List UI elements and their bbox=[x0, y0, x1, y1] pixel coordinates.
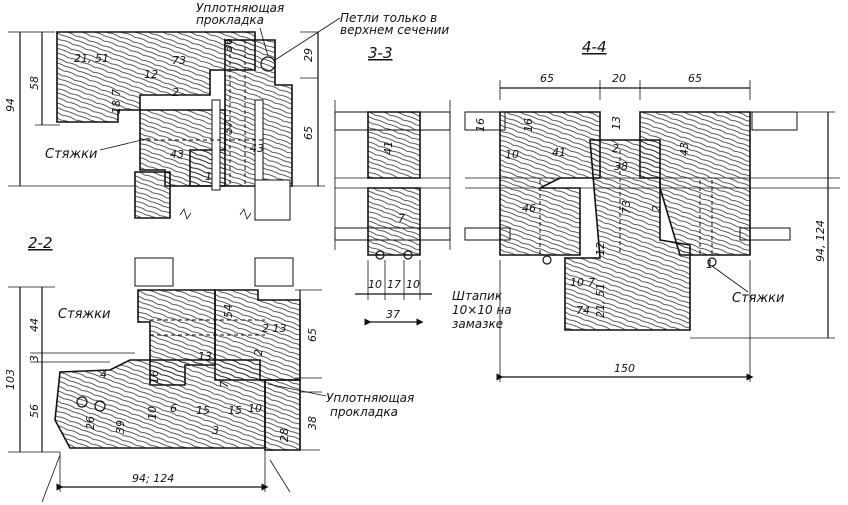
svg-text:26: 26 bbox=[84, 416, 97, 430]
svg-text:7: 7 bbox=[398, 212, 405, 225]
svg-text:43: 43 bbox=[250, 142, 264, 155]
svg-text:4: 4 bbox=[100, 368, 107, 381]
section-2-2-title: 2-2 bbox=[28, 234, 53, 252]
svg-text:57: 57 bbox=[222, 120, 235, 134]
seal-label-top-group: Уплотняющая прокладка bbox=[196, 1, 284, 27]
svg-text:39: 39 bbox=[114, 420, 127, 434]
svg-text:12: 12 bbox=[594, 242, 607, 256]
svg-text:150: 150 bbox=[614, 362, 635, 375]
svg-text:1: 1 bbox=[706, 258, 713, 271]
svg-text:38: 38 bbox=[306, 416, 319, 430]
ties-label-3: Стяжки bbox=[732, 291, 784, 306]
svg-text:10: 10 bbox=[146, 406, 159, 420]
svg-text:58: 58 bbox=[28, 76, 41, 90]
svg-text:73: 73 bbox=[620, 200, 633, 214]
svg-text:10: 10 bbox=[248, 402, 262, 415]
svg-text:10: 10 bbox=[368, 278, 382, 291]
svg-text:2 13: 2 13 bbox=[262, 322, 287, 335]
svg-text:36: 36 bbox=[222, 38, 235, 52]
hinges-label: Петли только в верхнем сечении bbox=[340, 11, 449, 37]
svg-text:65: 65 bbox=[540, 72, 554, 85]
svg-text:Уплотняющая: Уплотняющая bbox=[326, 391, 414, 405]
svg-text:46: 46 bbox=[522, 202, 536, 215]
bead-label: Штапик 10×10 на замазке bbox=[452, 289, 512, 331]
ties-label-1: Стяжки bbox=[45, 147, 97, 162]
svg-text:6: 6 bbox=[170, 402, 177, 415]
svg-text:верхнем сечении: верхнем сечении bbox=[340, 23, 449, 37]
svg-text:7: 7 bbox=[588, 276, 595, 289]
svg-text:65: 65 bbox=[688, 72, 702, 85]
svg-text:16: 16 bbox=[474, 118, 487, 132]
svg-text:3: 3 bbox=[28, 355, 41, 362]
svg-text:10: 10 bbox=[570, 276, 584, 289]
section-4-4-title: 4-4 bbox=[582, 38, 607, 56]
svg-text:7: 7 bbox=[110, 89, 123, 96]
svg-text:10: 10 bbox=[505, 148, 519, 161]
dims-bottom-left: 103 44 3 56 54 2 13 13 65 2 6 10 10 15 1… bbox=[4, 304, 319, 485]
svg-text:56: 56 bbox=[28, 404, 41, 418]
svg-text:43: 43 bbox=[678, 142, 691, 156]
dims-3-3: 10 17 10 37 41 7 bbox=[368, 141, 420, 321]
svg-text:20: 20 bbox=[612, 72, 626, 85]
dims-4-4: 65 20 65 16 10 41 16 13 2 38 43 46 73 2 … bbox=[474, 72, 827, 375]
svg-text:1: 1 bbox=[205, 170, 212, 183]
svg-text:13: 13 bbox=[610, 116, 623, 130]
svg-text:94; 124: 94; 124 bbox=[132, 472, 174, 485]
svg-text:10×10 на: 10×10 на bbox=[452, 303, 512, 317]
svg-text:65: 65 bbox=[306, 328, 319, 342]
svg-text:94, 124: 94, 124 bbox=[814, 220, 827, 262]
svg-text:10: 10 bbox=[406, 278, 420, 291]
svg-text:37: 37 bbox=[386, 308, 400, 321]
svg-text:13: 13 bbox=[198, 350, 212, 363]
svg-text:Петли только в: Петли только в bbox=[340, 11, 437, 25]
svg-text:2: 2 bbox=[650, 205, 663, 212]
svg-text:43: 43 bbox=[170, 148, 184, 161]
svg-text:38: 38 bbox=[614, 160, 628, 173]
svg-text:Уплотняющая: Уплотняющая bbox=[196, 1, 284, 15]
section-4-4 bbox=[464, 80, 840, 382]
svg-text:7: 7 bbox=[218, 381, 231, 388]
svg-text:2: 2 bbox=[172, 86, 179, 99]
svg-text:16: 16 bbox=[522, 118, 535, 132]
svg-text:2: 2 bbox=[612, 142, 619, 155]
svg-text:41: 41 bbox=[552, 146, 566, 159]
seal-label-bottom: Уплотняющая прокладка bbox=[326, 391, 414, 419]
svg-text:54: 54 bbox=[222, 304, 235, 318]
svg-text:15: 15 bbox=[196, 404, 210, 417]
svg-text:12: 12 bbox=[144, 68, 158, 81]
svg-text:замазке: замазке bbox=[452, 317, 503, 331]
svg-text:2: 2 bbox=[252, 349, 265, 356]
svg-text:44: 44 bbox=[28, 318, 41, 332]
section-bottom-left bbox=[8, 257, 322, 503]
svg-text:103: 103 bbox=[4, 369, 17, 390]
dims-top-left: 94 58 21, 51 73 36 29 12 2 18 7 43 43 57… bbox=[4, 38, 315, 183]
section-3-3-title: 3-3 bbox=[368, 44, 393, 62]
svg-text:73: 73 bbox=[172, 54, 186, 67]
svg-text:21, 51: 21, 51 bbox=[594, 283, 607, 318]
svg-text:16: 16 bbox=[148, 370, 161, 384]
svg-text:29: 29 bbox=[302, 48, 315, 62]
svg-text:18: 18 bbox=[110, 100, 123, 114]
svg-text:15: 15 bbox=[228, 404, 242, 417]
svg-text:17: 17 bbox=[387, 278, 401, 291]
svg-text:28: 28 bbox=[278, 428, 291, 442]
svg-text:74: 74 bbox=[576, 304, 590, 317]
section-3-3 bbox=[334, 100, 451, 326]
svg-text:прокладка: прокладка bbox=[330, 405, 398, 419]
svg-text:Штапик: Штапик bbox=[452, 289, 503, 303]
svg-text:прокладка: прокладка bbox=[196, 13, 264, 27]
svg-text:94: 94 bbox=[4, 98, 17, 112]
ties-label-2: Стяжки bbox=[58, 307, 110, 322]
svg-text:21, 51: 21, 51 bbox=[74, 52, 109, 65]
svg-text:41: 41 bbox=[382, 141, 395, 155]
svg-text:3: 3 bbox=[212, 424, 219, 437]
svg-text:65: 65 bbox=[302, 126, 315, 140]
section-top-left bbox=[8, 31, 325, 221]
